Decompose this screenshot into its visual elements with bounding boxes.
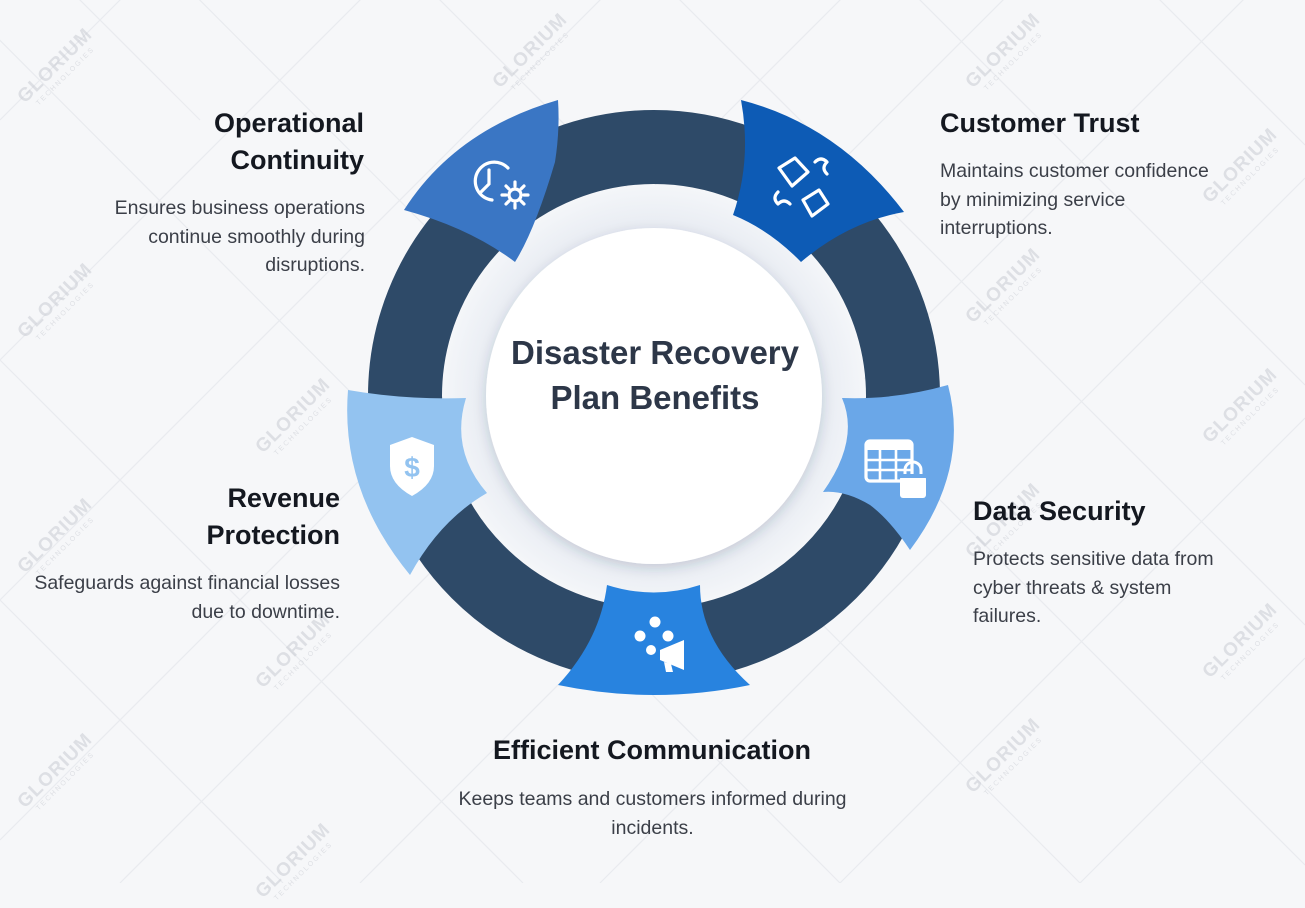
customer-trust-description: Maintains customer confidence by minimiz… — [940, 160, 1209, 239]
center-disc — [486, 228, 822, 564]
benefits-cycle-diagram: $ — [347, 100, 954, 695]
table-lock-icon — [864, 439, 928, 498]
operational-continuity-description: Ensures business operations continue smo… — [114, 197, 365, 276]
segment-efficient-communication — [558, 585, 750, 695]
operational-continuity-title: Operational Continuity — [213, 108, 364, 175]
efficient-communication-description: Keeps teams and customers informed durin… — [458, 788, 847, 839]
revenue-protection-description: Safeguards against financial losses due … — [34, 572, 340, 623]
center-title: Disaster Recovery Plan Benefits — [510, 334, 799, 416]
dollar-shield-icon: $ — [390, 437, 434, 496]
efficient-communication-title: Efficient Communication — [492, 735, 811, 765]
megaphone-team-icon — [634, 616, 684, 672]
handshake-icon — [773, 156, 830, 218]
segment-data-security — [823, 385, 954, 550]
svg-text:$: $ — [404, 452, 420, 483]
customer-trust-title: Customer Trust — [940, 108, 1140, 138]
data-security-title: Data Security — [973, 496, 1146, 526]
segment-revenue-protection: $ — [347, 390, 487, 575]
segment-customer-trust — [733, 100, 904, 262]
data-security-description: Protects sensitive data from cyber threa… — [973, 548, 1214, 627]
revenue-protection-title: Revenue Protection — [206, 483, 340, 550]
clock-gear-icon — [473, 160, 530, 210]
segment-operational-continuity — [404, 100, 559, 262]
